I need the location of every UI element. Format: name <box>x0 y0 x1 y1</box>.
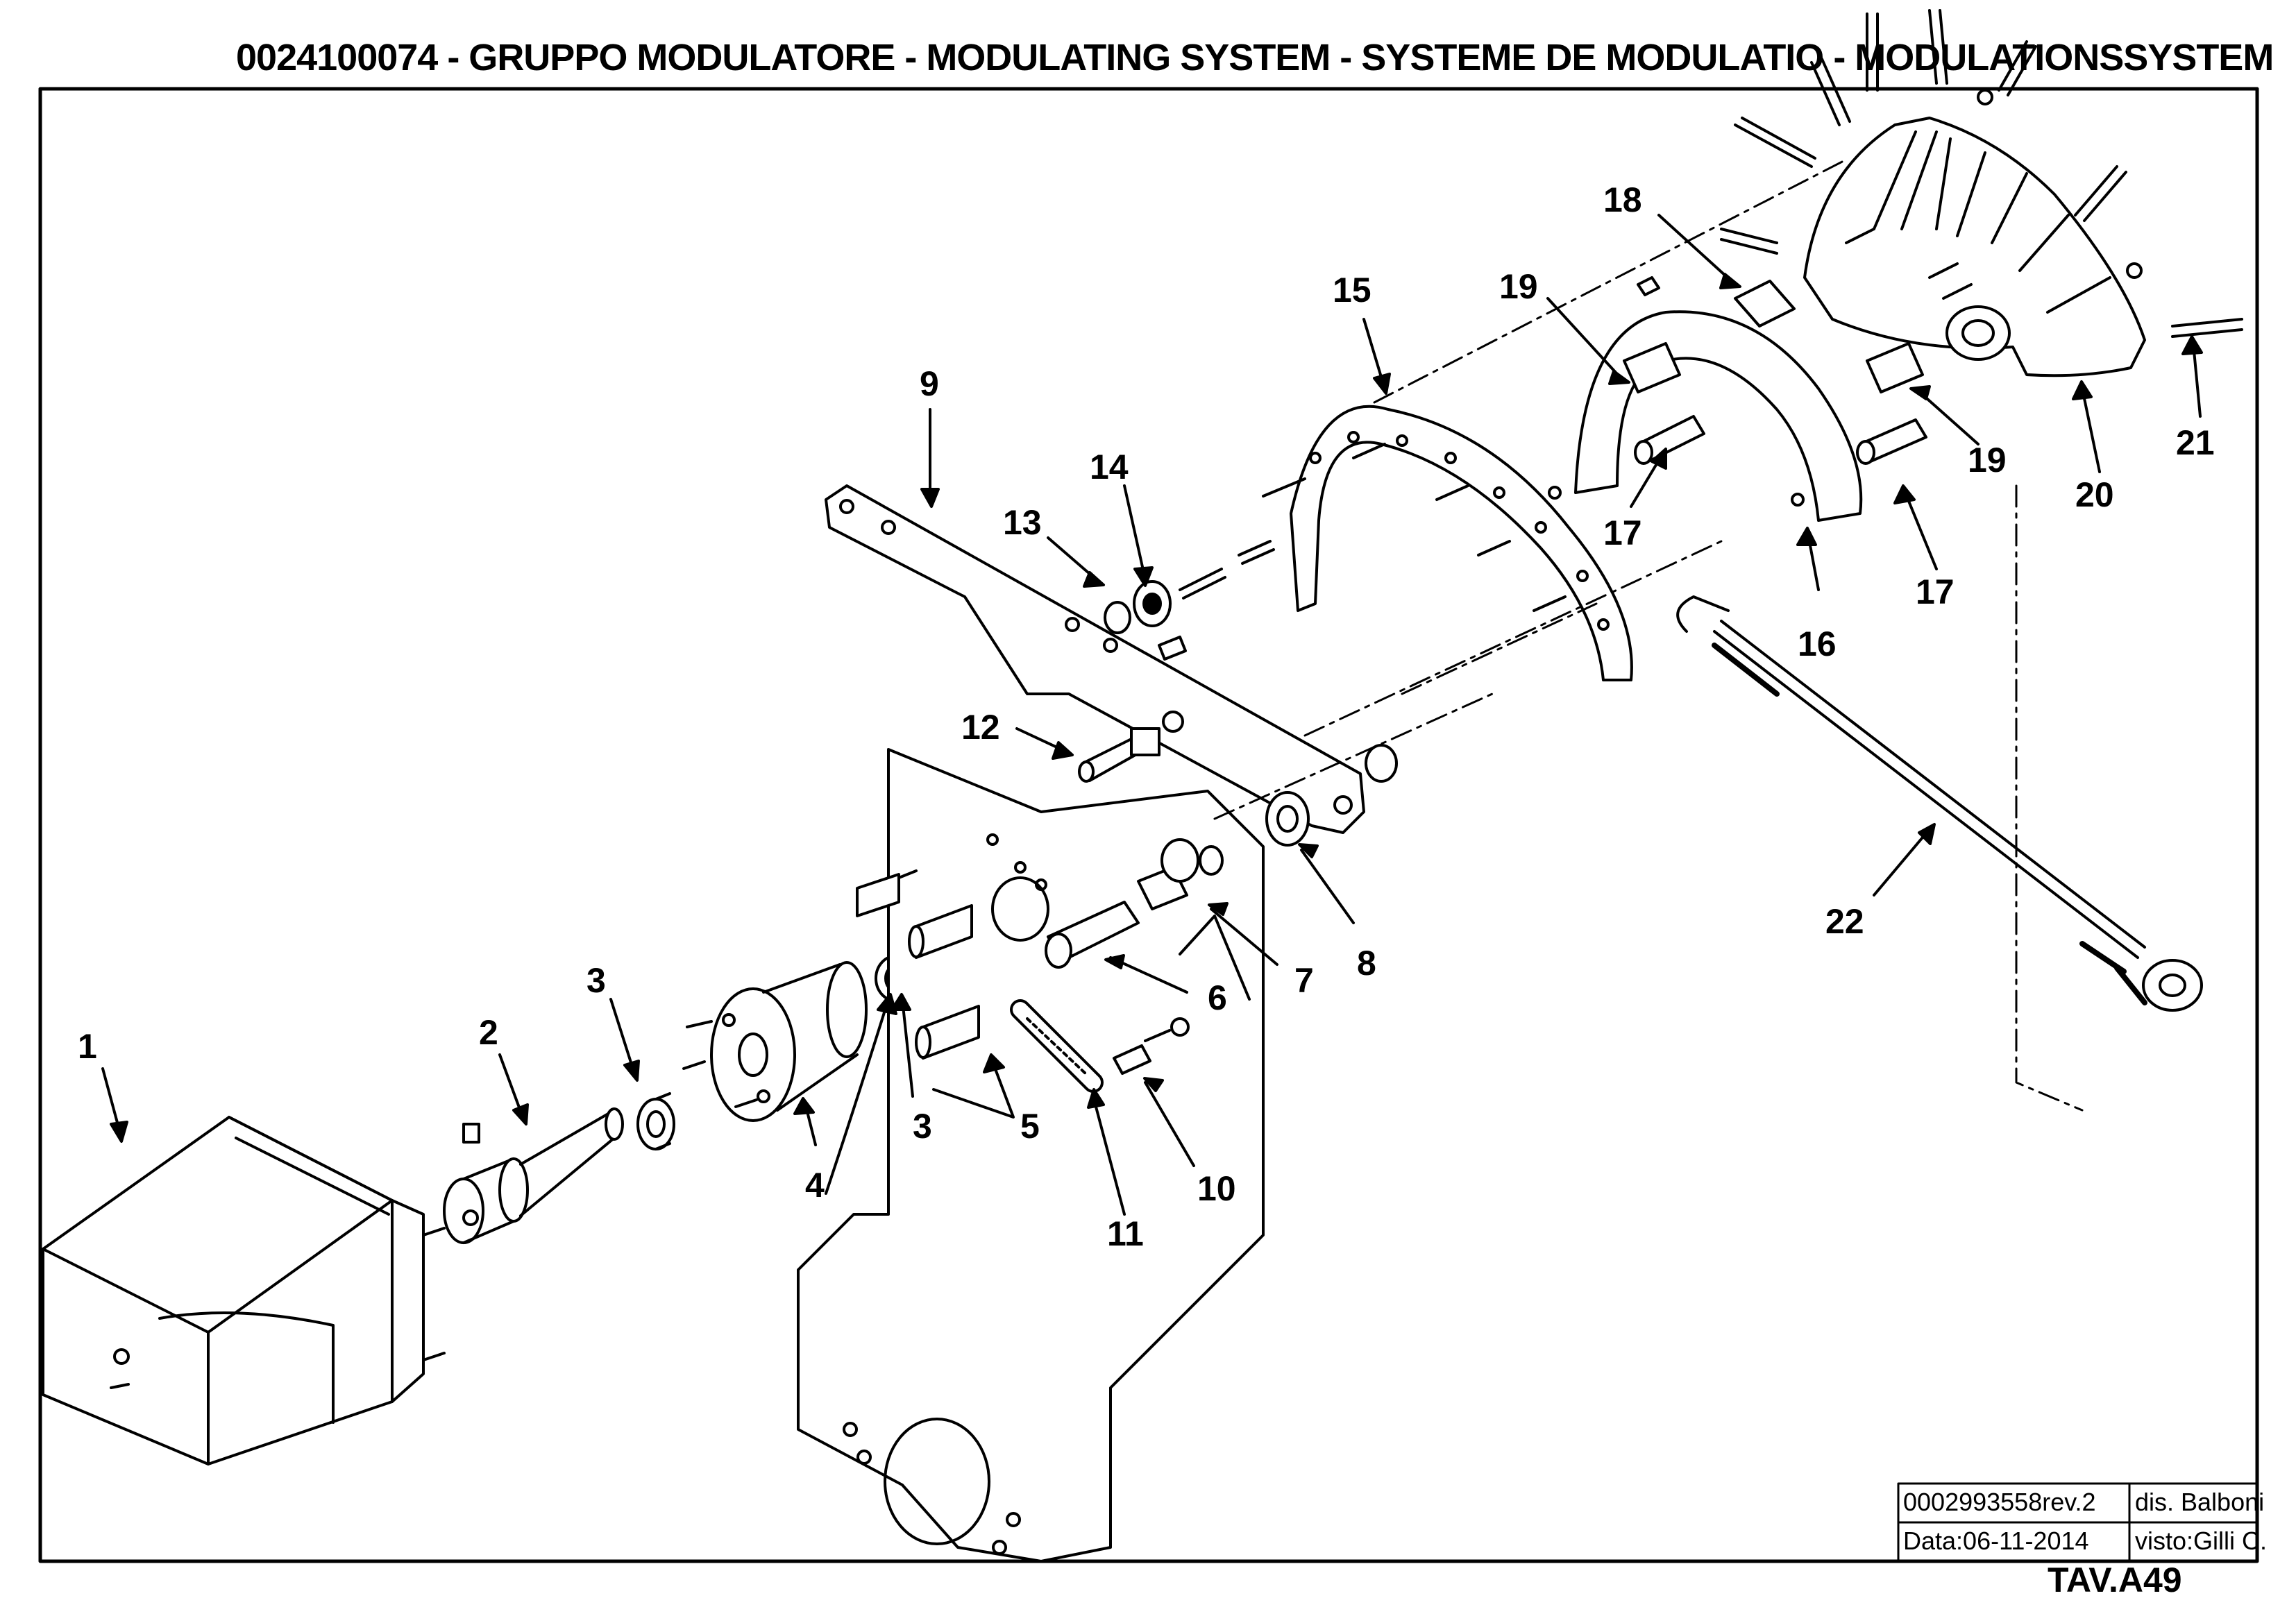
label-part-14: 14 <box>1090 448 1129 486</box>
part-11-spring <box>1010 999 1104 1093</box>
part-5-spacer-3 <box>915 1005 980 1060</box>
label-part-1: 1 <box>78 1027 97 1066</box>
part-10-screw <box>1113 1017 1190 1075</box>
label-part-19-right: 19 <box>1968 441 2007 479</box>
drawn-by: dis. Balboni <box>2135 1488 2265 1516</box>
label-part-16: 16 <box>1798 624 1837 663</box>
part-9-lever <box>825 484 1365 834</box>
label-part-2: 2 <box>479 1013 498 1052</box>
label-part-6: 6 <box>1208 978 1227 1017</box>
label-part-12: 12 <box>961 708 1000 747</box>
part-18-slider <box>1637 276 1796 328</box>
part-1-actuator <box>42 1116 446 1465</box>
checked-by: visto:Gilli C. <box>2135 1527 2268 1555</box>
drawing-date: Data:06-11-2014 <box>1903 1527 2089 1555</box>
label-part-20: 20 <box>2075 475 2114 514</box>
label-part-15: 15 <box>1333 271 1371 309</box>
part-3-bushing-left <box>636 1092 675 1150</box>
label-part-7: 7 <box>1294 961 1314 1000</box>
leader-lines <box>101 214 2203 1216</box>
part-2-shaft <box>443 1107 624 1244</box>
screws-lever <box>1179 540 1275 600</box>
part-5-spacer-1 <box>856 869 918 917</box>
part-19-block-left <box>1623 342 1681 393</box>
part-number-labels: 1 2 3 3 4 5 6 7 8 9 10 11 12 13 14 15 16… <box>78 180 2215 1253</box>
label-part-9: 9 <box>920 364 939 403</box>
wheel-screws <box>1720 9 2243 338</box>
label-part-3-left: 3 <box>586 961 606 1000</box>
part-8-nut <box>1265 744 1398 847</box>
label-part-3-right: 3 <box>913 1107 932 1146</box>
drawing-frame <box>38 87 2259 1563</box>
part-19-block-right <box>1866 342 1924 393</box>
label-part-13: 13 <box>1003 503 1042 542</box>
part-15-cam-band <box>1262 405 1633 681</box>
label-part-21: 21 <box>2176 423 2215 462</box>
assembly-axis-lines <box>1213 158 2084 1112</box>
part-17-pin-right <box>1856 418 1927 465</box>
part-22-linkage-rod <box>1676 595 2203 1012</box>
part-13-14-bearing <box>1104 580 1187 661</box>
drawing-number: 0002993558rev.2 <box>1903 1488 2096 1516</box>
part-17-pin-left <box>1634 415 1705 465</box>
part-20-cam-wheel <box>1803 117 2146 377</box>
label-part-19-left: 19 <box>1499 267 1538 306</box>
label-part-11: 11 <box>1107 1214 1144 1253</box>
part-6-cam-pin <box>991 876 1140 969</box>
part-7-nut <box>1137 838 1224 910</box>
label-part-17-right: 17 <box>1916 572 1955 611</box>
part-5-spacer-2 <box>908 904 973 959</box>
title-block-grid <box>1897 1482 2259 1563</box>
label-part-18: 18 <box>1603 180 1642 219</box>
part-12-pin <box>1078 711 1184 783</box>
label-part-8: 8 <box>1357 944 1376 983</box>
part-16-cam-support <box>1548 310 1863 522</box>
plate-id: TAV.A49 <box>2048 1561 2182 1599</box>
label-part-10: 10 <box>1197 1169 1236 1208</box>
part-4-flange <box>682 961 868 1122</box>
label-part-5: 5 <box>1020 1107 1040 1146</box>
label-part-17-left: 17 <box>1603 513 1642 552</box>
label-part-22: 22 <box>1825 902 1864 941</box>
label-part-4: 4 <box>805 1166 825 1205</box>
